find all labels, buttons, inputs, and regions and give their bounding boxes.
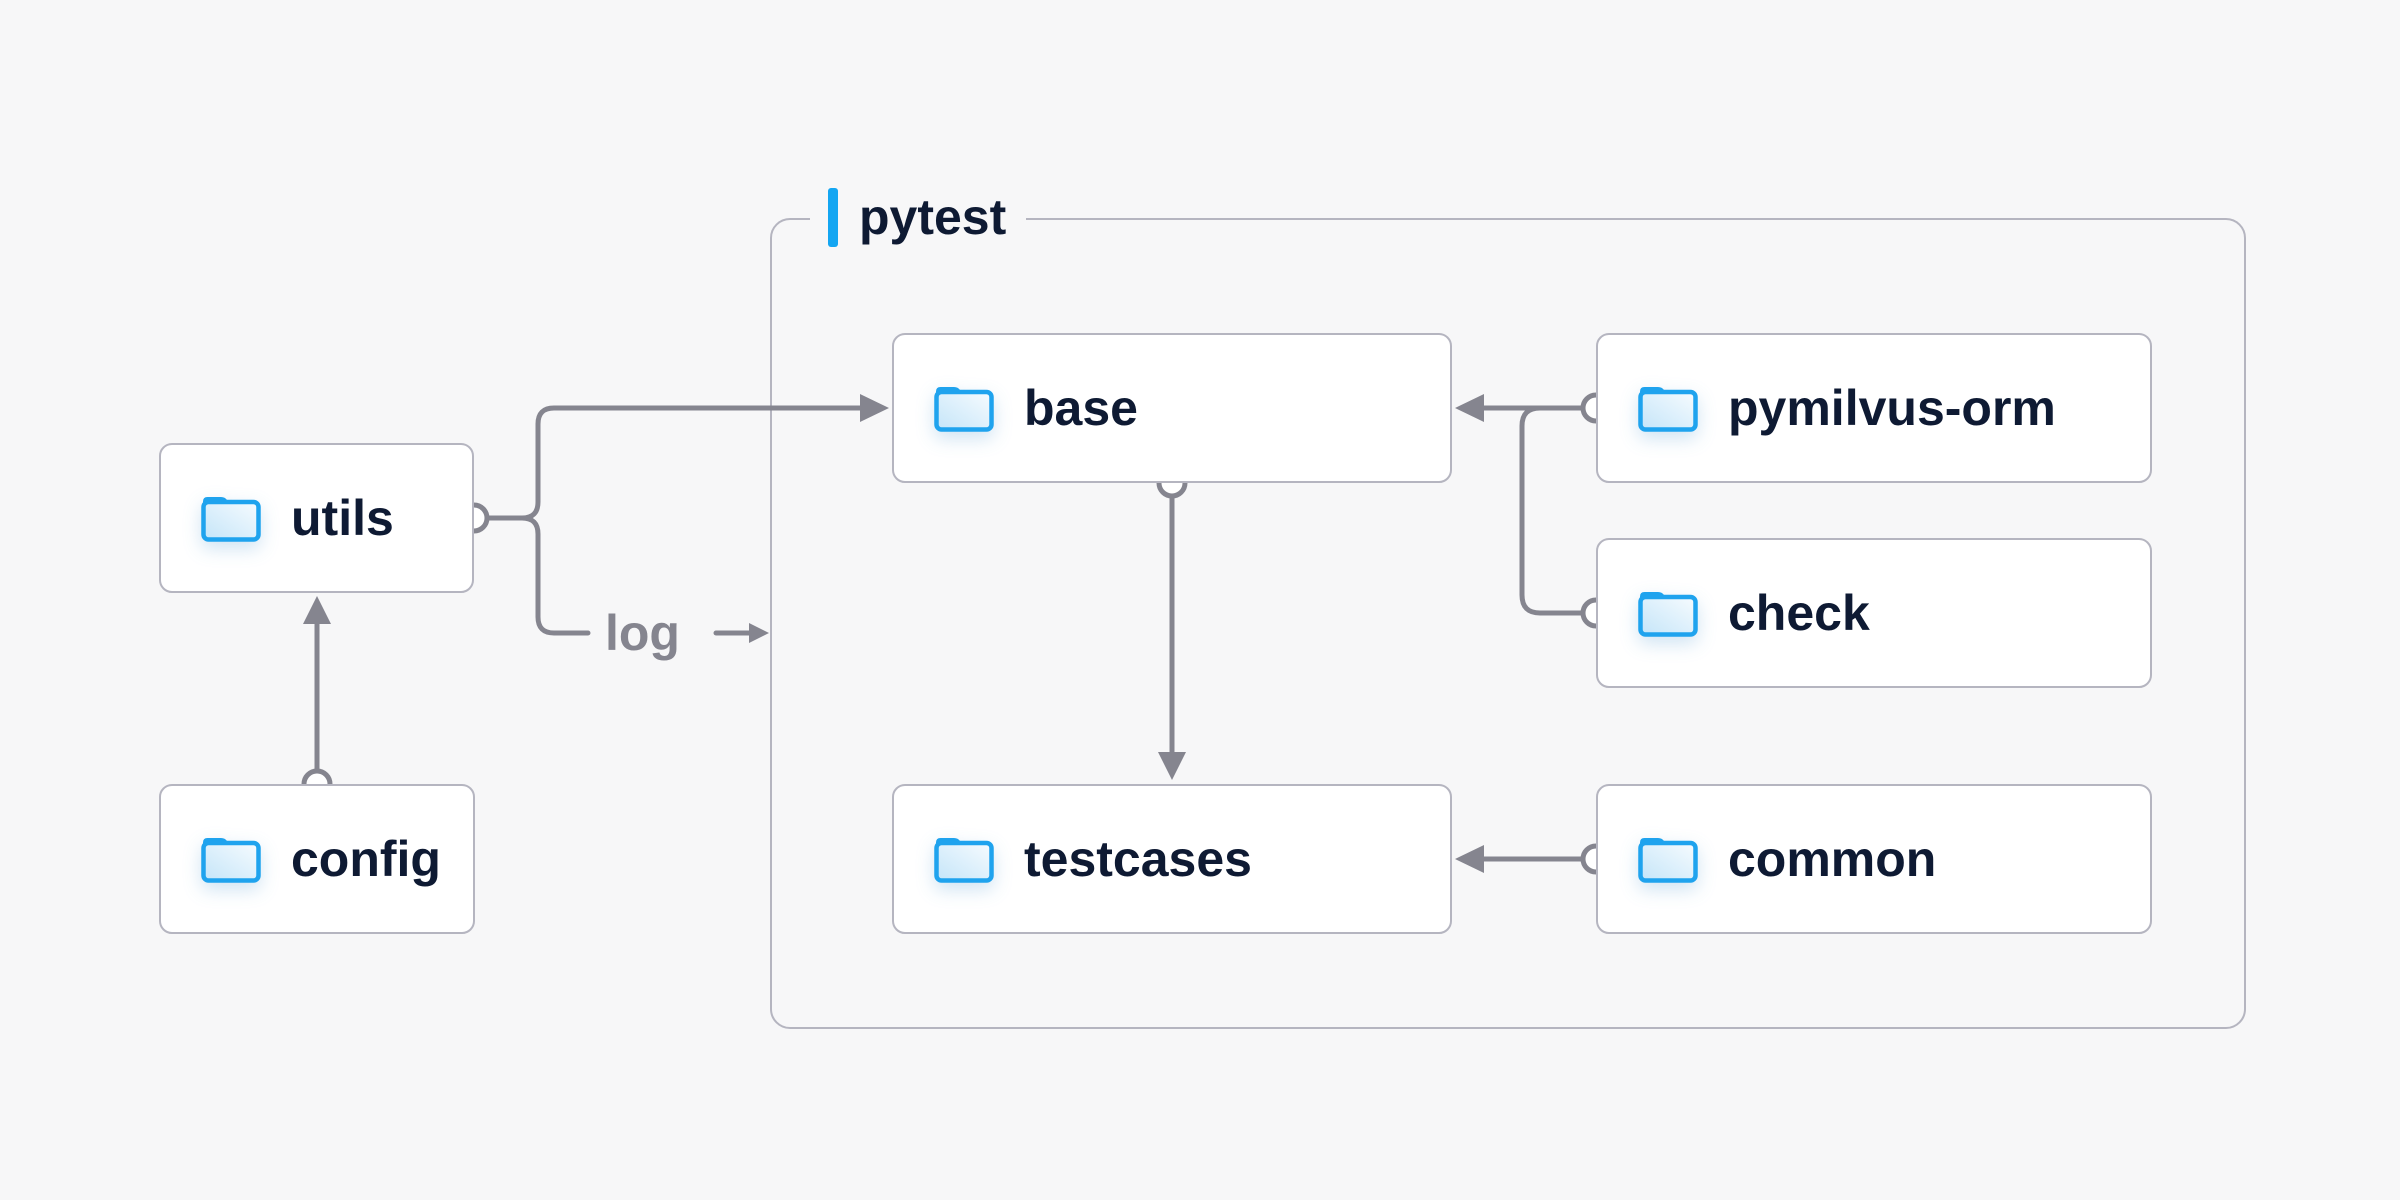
node-config[interactable]: config: [159, 784, 475, 934]
folder-icon: [201, 838, 261, 883]
node-check[interactable]: check: [1596, 538, 2152, 688]
node-pymilvus-orm[interactable]: pymilvus-orm: [1596, 333, 2152, 483]
arrowhead-log: [749, 623, 769, 643]
log-edge-label: log: [605, 605, 680, 661]
folder-icon: [201, 497, 261, 542]
node-label: check: [1728, 585, 1870, 641]
folder-icon: [1638, 838, 1698, 883]
node-testcases[interactable]: testcases: [892, 784, 1452, 934]
folder-icon: [1638, 592, 1698, 637]
accent-bar-icon: [828, 187, 838, 247]
node-label: common: [1728, 831, 1937, 887]
node-label: config: [291, 831, 441, 887]
folder-icon: [934, 838, 994, 883]
node-label: utils: [291, 490, 394, 546]
edge-utils-to-log: [519, 515, 591, 636]
folder-icon: [934, 387, 994, 432]
node-label: pymilvus-orm: [1728, 380, 2056, 436]
node-common[interactable]: common: [1596, 784, 2152, 934]
node-label: base: [1024, 380, 1138, 436]
node-utils[interactable]: utils: [159, 443, 474, 593]
pytest-container: [770, 218, 2246, 1029]
node-base[interactable]: base: [892, 333, 1452, 483]
pytest-group-label: pytest: [810, 186, 1027, 248]
folder-icon: [1638, 387, 1698, 432]
node-label: testcases: [1024, 831, 1252, 887]
arrowhead-into-utils-bottom: [303, 596, 331, 624]
pytest-label-text: pytest: [859, 189, 1007, 245]
